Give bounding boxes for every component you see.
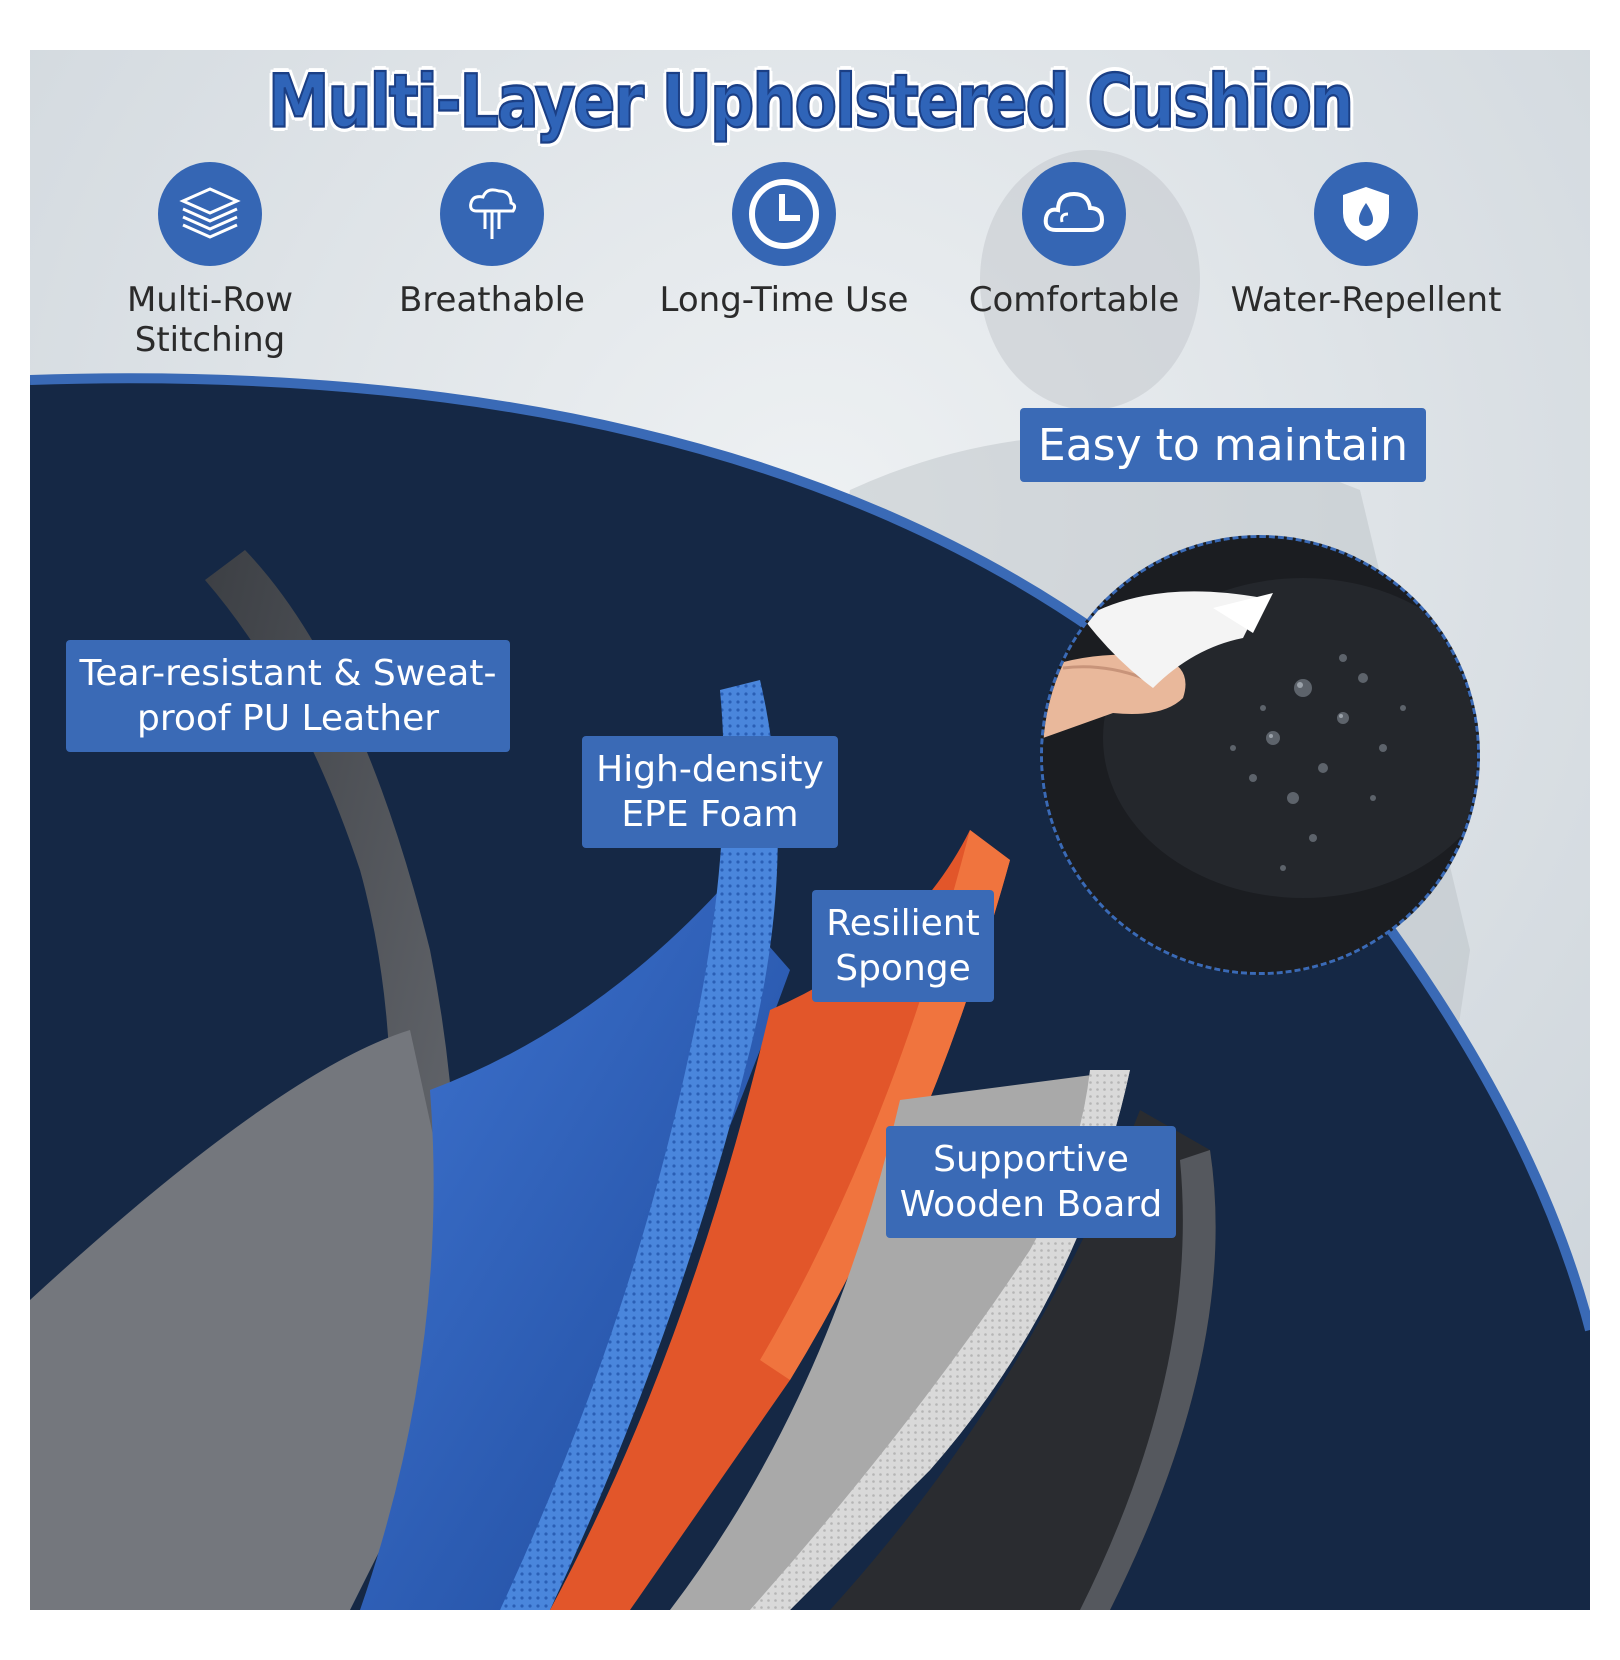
epe-line-2: EPE Foam [621,794,799,835]
feature-water-repellent: Water-Repellent [1206,162,1526,320]
board-line-2: Wooden Board [899,1184,1163,1225]
epe-line-1: High-density [596,749,824,790]
sponge-layer-tag: Resilient Sponge [812,890,994,1002]
feature-label: Multi-Row Stitching [126,280,294,360]
airflow-icon [440,162,544,266]
feature-label: Water-Repellent [1230,280,1502,320]
leather-line-1: Tear-resistant & Sweat- [79,653,497,694]
feature-label: Breathable [399,280,585,320]
clock-icon [732,162,836,266]
feature-label: Long-Time Use [659,280,909,320]
leather-line-2: proof PU Leather [136,698,440,739]
cloud-icon [1022,162,1126,266]
maintain-label: Easy to maintain [1037,419,1409,471]
leather-layer-tag: Tear-resistant & Sweat- proof PU Leather [66,640,510,752]
layers-icon [158,162,262,266]
wipe-demo-illustration [1043,538,1477,972]
feature-multi-row-stitching: Multi-Row Stitching [50,162,370,360]
easy-to-maintain-badge: Easy to maintain [1020,408,1426,482]
feature-label: Comfortable [968,280,1180,320]
product-banner: Multi-Layer Upholstered Cushion Multi-Ro… [30,50,1590,1610]
feature-breathable: Breathable [332,162,652,320]
epe-foam-layer-tag: High-density EPE Foam [582,736,838,848]
page-title: Multi-Layer Upholstered Cushion [267,57,1355,145]
sponge-line-2: Sponge [835,948,971,989]
shield-drop-icon [1314,162,1418,266]
feature-comfortable: Comfortable [914,162,1234,320]
sponge-line-1: Resilient [826,903,980,944]
water-drops-closeup [1040,535,1480,975]
board-line-1: Supportive [933,1139,1129,1180]
wooden-board-layer-tag: Supportive Wooden Board [886,1126,1176,1238]
feature-long-time-use: Long-Time Use [624,162,944,320]
